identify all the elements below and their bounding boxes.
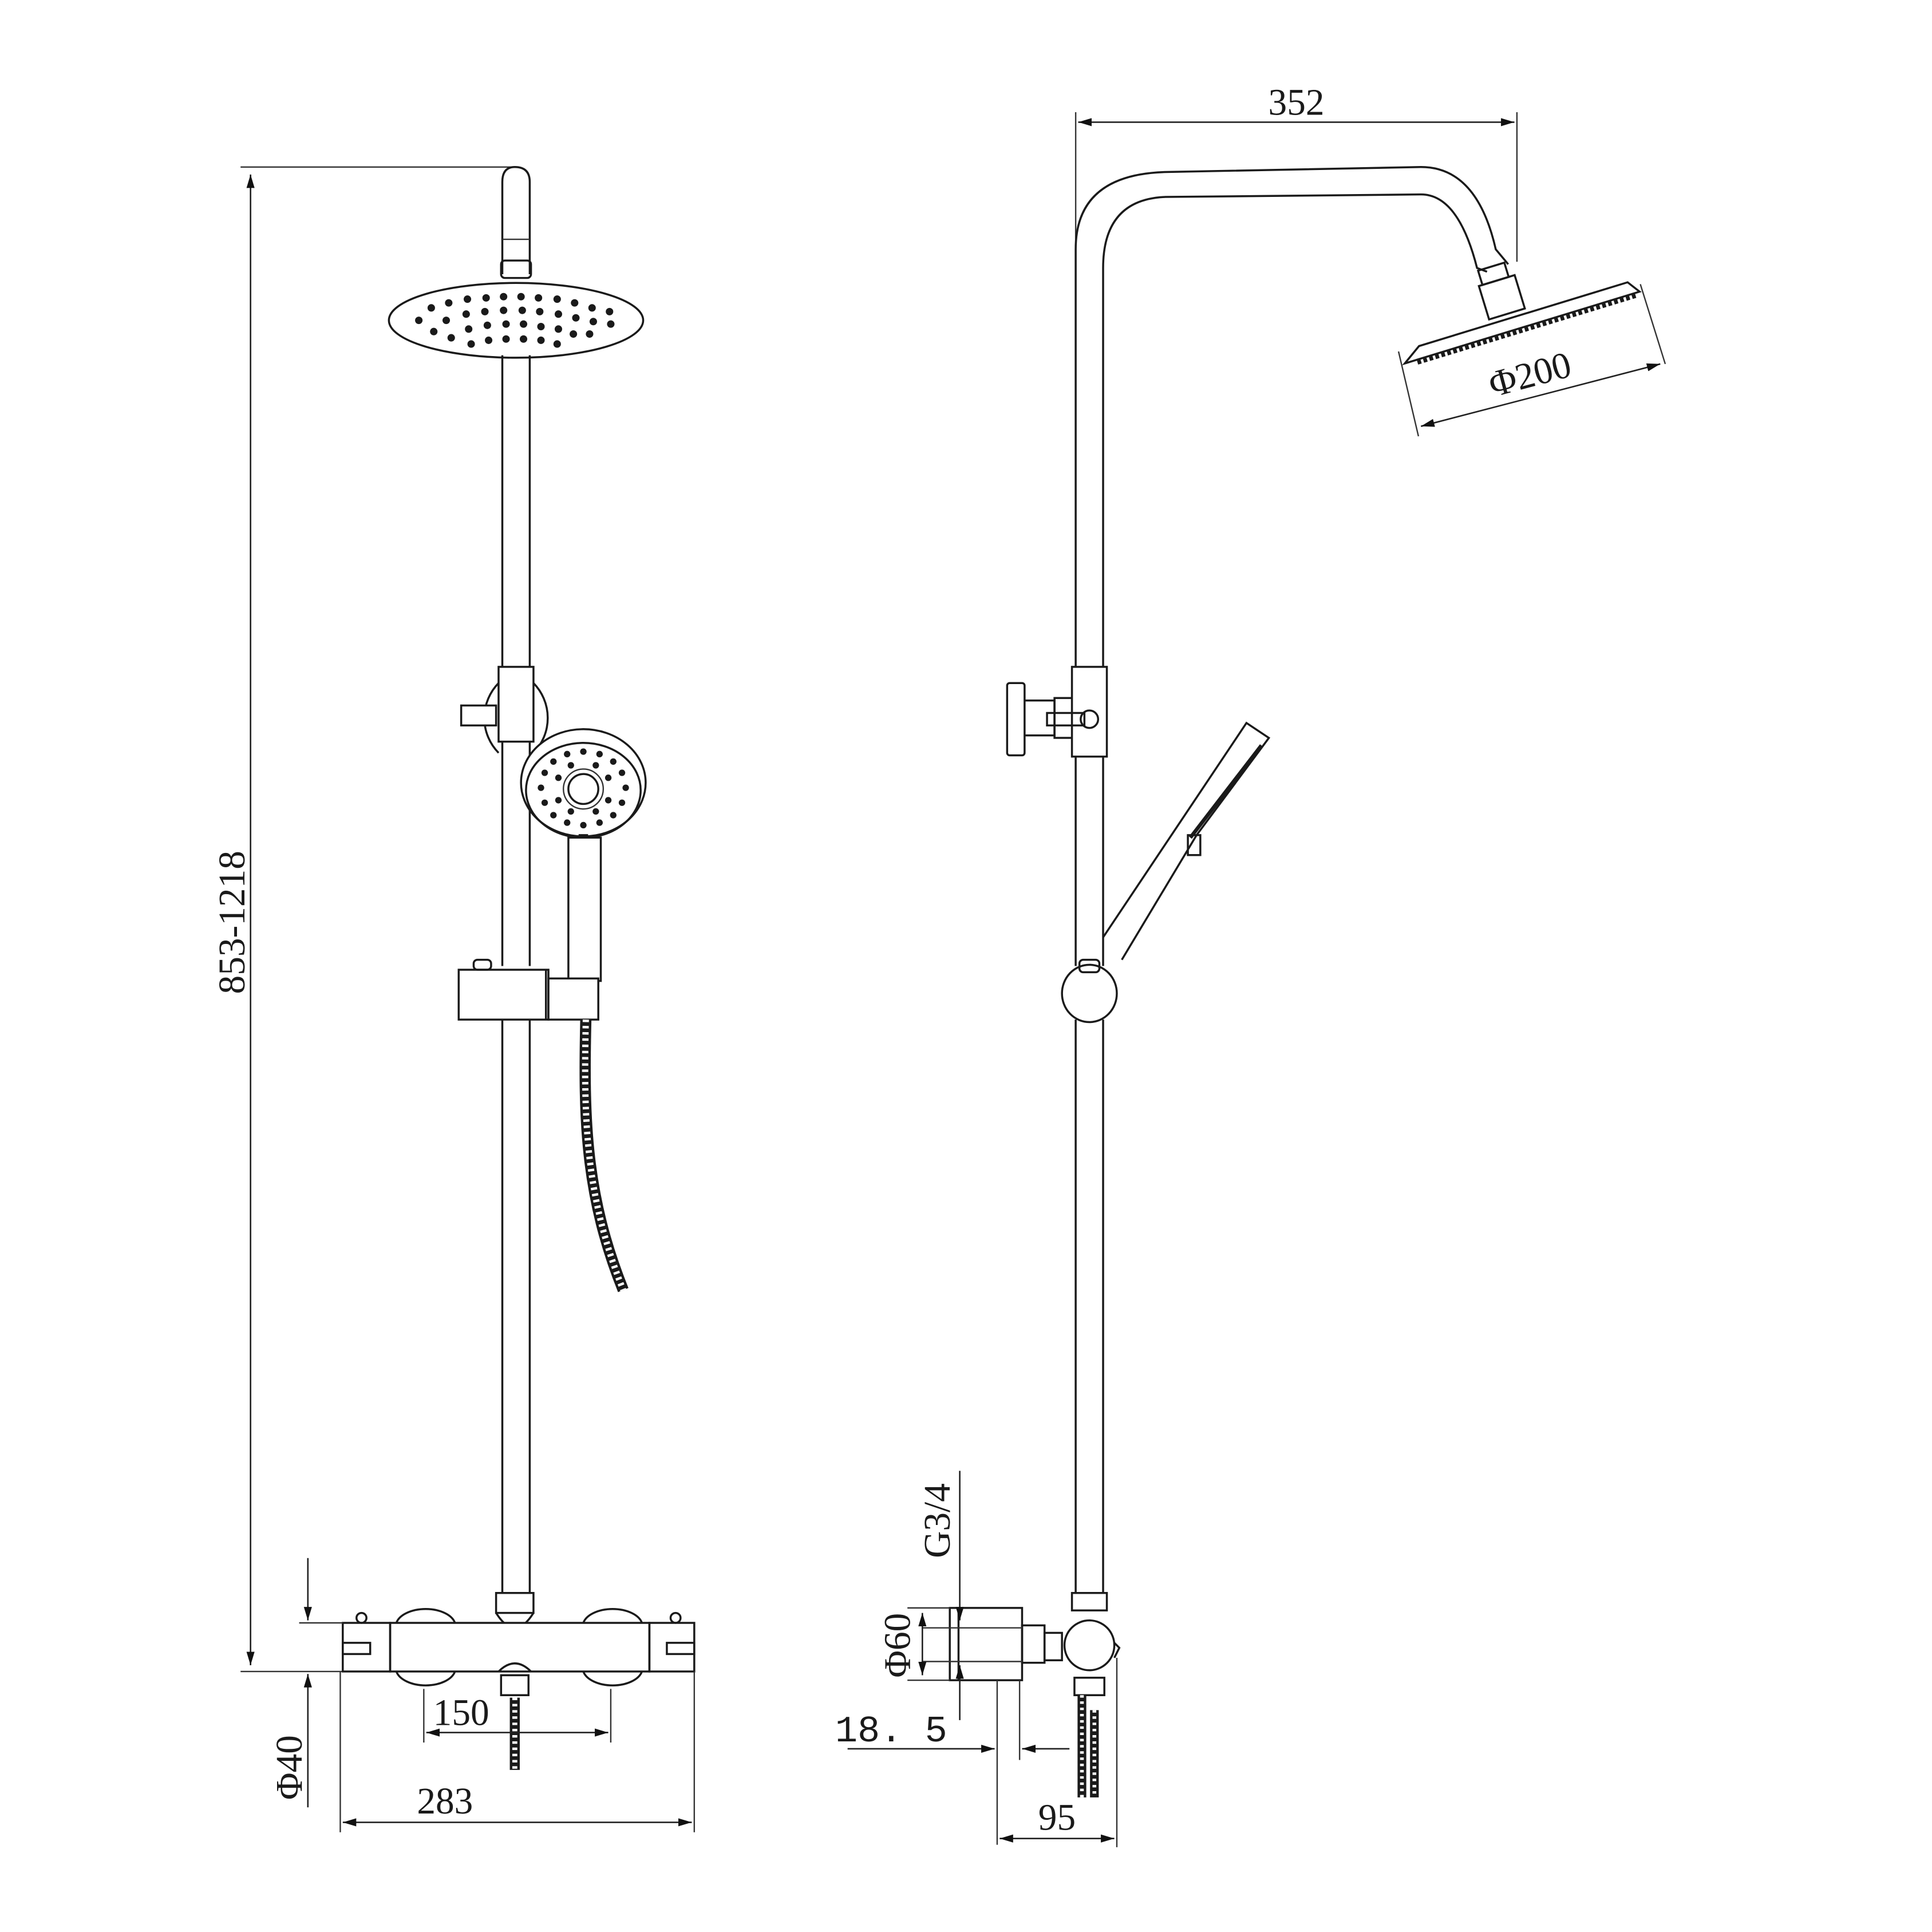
side-hand-shower [1061, 721, 1271, 1024]
inlet-centres-dimension: 150 [423, 1689, 612, 1743]
nozzle-pattern [415, 293, 615, 348]
hand-shower-nozzles [538, 748, 629, 829]
overall-height-label: 853-1218 [212, 851, 253, 994]
valve-width-dimension: 283 [339, 1671, 696, 1832]
thread-dimension: G3/4 [917, 1471, 1022, 1720]
wall-depth-dimension: 95 [999, 1657, 1118, 1847]
escutcheon-diameter-label: Φ60 [878, 1613, 919, 1678]
hand-shower [520, 728, 647, 982]
shower-arm [500, 166, 532, 279]
head-diameter-dimension: Φ200 [1397, 284, 1666, 437]
rain-shower-head [388, 282, 645, 359]
side-diverter [1006, 666, 1108, 758]
arm-projection-label: 352 [1269, 82, 1325, 123]
pipe-diameter-dimension: Φ40 [269, 1558, 343, 1808]
escutcheon-diameter-dimension: Φ60 [878, 1607, 950, 1681]
riser-rail [501, 355, 531, 1593]
offset-label: 18. 5 [835, 1710, 947, 1753]
overall-height-dimension: 853-1218 [212, 166, 515, 1673]
thermostatic-valve [342, 1592, 696, 1770]
valve-width-label: 283 [417, 1781, 473, 1822]
pipe-diameter-label: Φ40 [269, 1735, 310, 1800]
shower-hose [579, 1019, 629, 1293]
inlet-centres-label: 150 [433, 1693, 489, 1734]
tilted-rain-head [1402, 261, 1642, 366]
thread-label: G3/4 [917, 1483, 958, 1558]
slider-bracket [457, 958, 599, 1021]
offset-dimension: 18. 5 [835, 1680, 1070, 1845]
head-diameter-label: Φ200 [1484, 344, 1575, 405]
side-valve [949, 1592, 1121, 1797]
diverter-block [460, 666, 549, 754]
wall-depth-label: 95 [1038, 1797, 1076, 1838]
arm-projection-dimension: 352 [1074, 82, 1518, 262]
front-view: 853-1218 [212, 166, 696, 1832]
curved-shower-arm [1074, 166, 1510, 1593]
side-view: 352 Φ200 [835, 82, 1666, 1847]
